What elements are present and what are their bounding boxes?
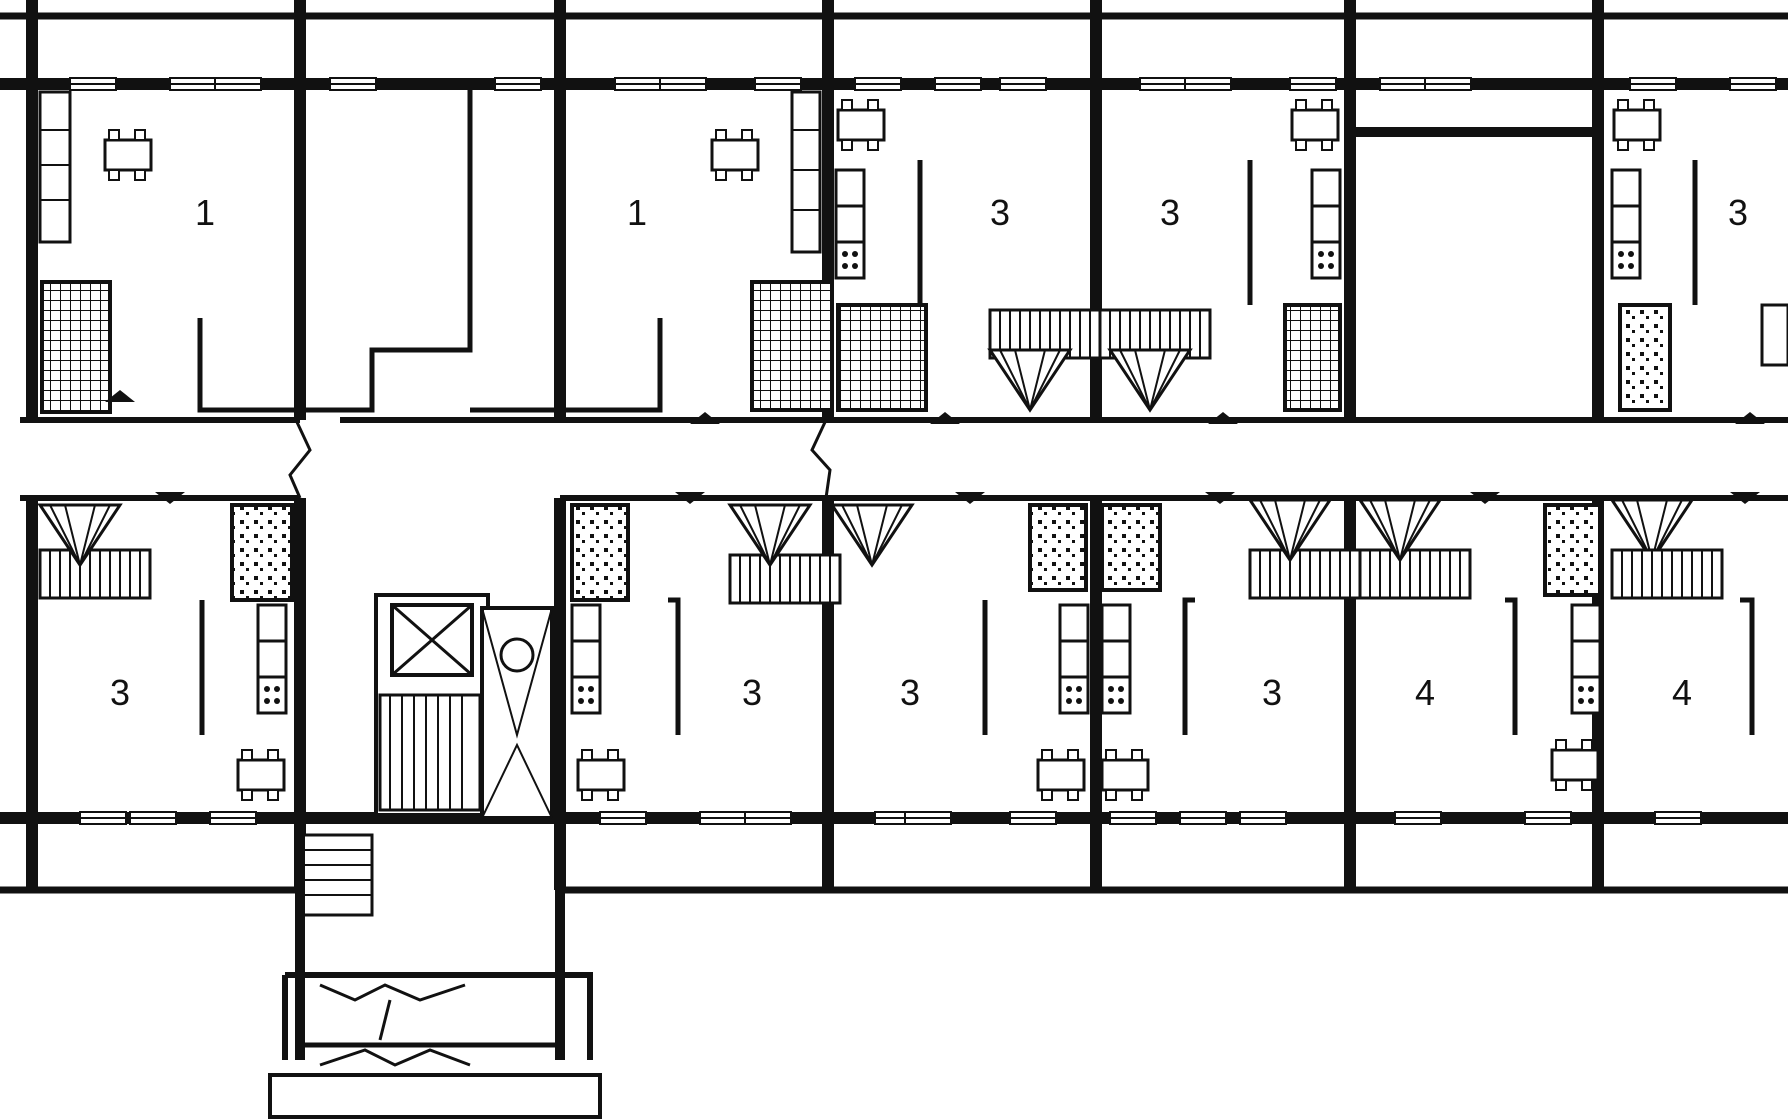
stair-core xyxy=(374,593,490,817)
kitchen-counters xyxy=(38,90,1642,715)
unit-label-u9: 3 xyxy=(1262,672,1282,713)
unit-label-u6: 3 xyxy=(110,672,130,713)
elevator-icon xyxy=(480,606,554,820)
entrance-vestibule xyxy=(268,818,602,1119)
unit-label-u11: 4 xyxy=(1672,672,1692,713)
wet-rooms xyxy=(40,280,1672,602)
unit-label-u4: 3 xyxy=(1160,192,1180,233)
entrance-steps xyxy=(300,833,374,917)
interior-partitions xyxy=(197,90,1755,735)
unit-label-u5: 3 xyxy=(1728,192,1748,233)
unit-labels: 1 1 3 3 3 3 3 3 3 4 4 xyxy=(110,192,1748,713)
unit-label-u7: 3 xyxy=(742,672,762,713)
stair-icon xyxy=(38,303,1788,605)
unit-label-u3: 3 xyxy=(990,192,1010,233)
break-lines xyxy=(288,419,832,499)
entrance-arrow-icon xyxy=(105,390,1765,504)
unit-label-u10: 4 xyxy=(1415,672,1435,713)
unit-label-u2: 1 xyxy=(627,192,647,233)
unit-label-u8: 3 xyxy=(900,672,920,713)
unit-label-u1: 1 xyxy=(195,192,215,233)
